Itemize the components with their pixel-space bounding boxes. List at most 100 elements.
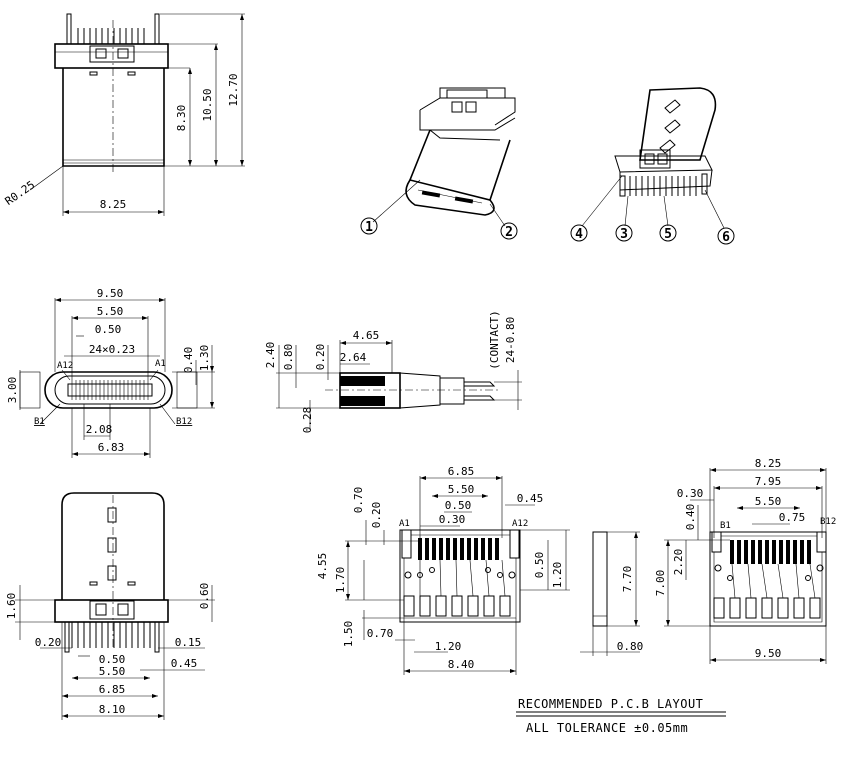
dim-24x0.23: 24×0.23 [89, 343, 135, 356]
pcb-layout-1 [345, 476, 570, 675]
dim-0.70-pcb-h: 0.70 [367, 627, 394, 640]
front-view-contacts [71, 380, 149, 400]
bottom-view [15, 492, 215, 720]
callout-5: 5 [659, 224, 677, 242]
iso-view-front [372, 87, 516, 227]
dim-2.08: 2.08 [86, 423, 113, 436]
dim-6.83: 6.83 [98, 441, 125, 454]
callout-2: 2 [500, 222, 518, 240]
dim-1.20-pcb-h: 1.20 [435, 640, 462, 653]
iso-view-rear [581, 87, 725, 229]
dim-1.50: 1.50 [342, 621, 355, 648]
dim-0.30-pcb2: 0.30 [677, 487, 704, 500]
dim-9.50-pcb2: 9.50 [755, 647, 782, 660]
dim-2.40: 2.40 [264, 342, 277, 369]
side-section-view [276, 340, 522, 430]
callout-6: 6 [717, 227, 735, 245]
notes-block [516, 711, 726, 717]
svg-text:6: 6 [722, 230, 730, 245]
dim-0.40-pcb2: 0.40 [684, 504, 697, 531]
dim-0.50-bottom: 0.50 [99, 653, 126, 666]
contact-note: (CONTACT) [488, 310, 501, 370]
dim-0.80-side: 0.80 [282, 344, 295, 371]
dim-0.30-pcb: 0.30 [439, 513, 466, 526]
dim-5.50-bottom: 5.50 [99, 665, 126, 678]
dim-1.70: 1.70 [334, 567, 347, 594]
contact-spec: 24-0.80 [504, 317, 517, 363]
pin-label-a12-pcb: A12 [512, 519, 528, 529]
dim-0.20-bottom: 0.20 [35, 636, 62, 649]
note-tolerance: ALL TOLERANCE ±0.05mm [526, 721, 688, 735]
side-strip-view [580, 531, 640, 656]
dim-9.50-front: 9.50 [97, 287, 124, 300]
dim-4.65: 4.65 [353, 329, 380, 342]
pin-label-a12-front: A12 [57, 361, 73, 371]
pcb-layout-2 [664, 468, 827, 664]
pin-label-b1-pcb2: B1 [720, 521, 731, 531]
pin-label-a1-front: A1 [155, 359, 166, 369]
svg-text:3: 3 [620, 227, 628, 242]
dim-8.30: 8.30 [175, 105, 188, 132]
dim-7.00: 7.00 [654, 570, 667, 597]
pcb1-vias [404, 567, 516, 579]
callout-4: 4 [570, 224, 588, 242]
dim-r0.25: R0.25 [3, 178, 38, 208]
dim-8.10: 8.10 [99, 703, 126, 716]
dim-1.30-front: 1.30 [198, 345, 211, 372]
dim-10.50: 10.50 [201, 88, 214, 121]
pcb2-bottom-pads [713, 597, 821, 619]
pcb2-top-pads [730, 540, 811, 564]
dim-12.70: 12.70 [227, 73, 240, 106]
svg-text:4: 4 [575, 227, 583, 242]
note-recommended-pcb: RECOMMENDED P.C.B LAYOUT [518, 697, 703, 711]
pin-label-b1-front: B1 [34, 417, 45, 427]
dim-5.50-pcb: 5.50 [448, 483, 475, 496]
dim-6.85-pcb: 6.85 [448, 465, 475, 478]
top-view [29, 13, 245, 216]
pcb1-top-pads [418, 538, 499, 560]
dim-0.28: 0.28 [301, 407, 314, 434]
dim-8.40: 8.40 [448, 658, 475, 671]
dim-0.75: 0.75 [779, 511, 806, 524]
dim-0.60-bottom: 0.60 [198, 583, 211, 610]
dim-0.50-pcb-v: 0.50 [533, 552, 546, 579]
dim-0.45-bottom: 0.45 [171, 657, 198, 670]
pin-label-b12-front: B12 [176, 417, 192, 427]
dim-2.20: 2.20 [672, 549, 685, 576]
dim-0.70-pcb-v: 0.70 [352, 487, 365, 514]
bottom-view-pins [71, 622, 151, 648]
dim-1.20-pcb-v: 1.20 [551, 562, 564, 589]
dim-5.50-front: 5.50 [97, 305, 124, 318]
callout-3: 3 [615, 224, 633, 242]
dim-3.00-front: 3.00 [6, 377, 19, 404]
svg-text:5: 5 [664, 227, 672, 242]
dim-8.25-pcb: 8.25 [755, 457, 782, 470]
dim-0.45-pcb: 0.45 [517, 492, 544, 505]
dim-0.40-front: 0.40 [182, 347, 195, 374]
dim-0.80-strip: 0.80 [617, 640, 644, 653]
callout-1: 1 [360, 217, 378, 235]
dim-6.85-bottom: 6.85 [99, 683, 126, 696]
pin-label-a1-pcb: A1 [399, 519, 410, 529]
dim-2.64: 2.64 [340, 351, 367, 364]
svg-text:1: 1 [365, 220, 373, 235]
dim-5.50-pcb2: 5.50 [755, 495, 782, 508]
dim-0.50-front: 0.50 [95, 323, 122, 336]
dim-8.25-top: 8.25 [100, 198, 127, 211]
pin-label-b12-pcb2: B12 [820, 517, 836, 527]
svg-text:2: 2 [505, 225, 513, 240]
dim-0.15: 0.15 [175, 636, 202, 649]
iso-rear-pins [629, 176, 697, 196]
front-view [19, 298, 215, 458]
pcb2-vias [714, 564, 824, 581]
dim-7.70: 7.70 [621, 566, 634, 593]
dim-7.95: 7.95 [755, 475, 782, 488]
dim-0.20-pcb: 0.20 [370, 502, 383, 529]
dim-4.55: 4.55 [316, 553, 329, 580]
dim-0.50-pcb: 0.50 [445, 499, 472, 512]
dim-1.60: 1.60 [5, 593, 18, 620]
top-view-pins [66, 13, 160, 45]
dim-0.20-side: 0.20 [314, 344, 327, 371]
pcb1-bottom-pads [403, 595, 511, 617]
